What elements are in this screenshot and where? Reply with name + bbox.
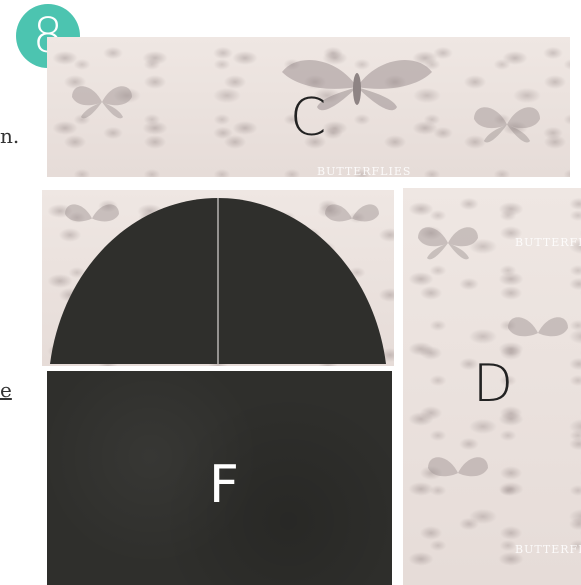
watermark-text: BUTTERFLIES: [515, 543, 581, 556]
butterfly-icon: [503, 308, 573, 358]
fabric-piece-d: D BUTTERFLIES BUTTERFLIES: [403, 188, 581, 585]
butterfly-icon: [423, 448, 493, 498]
edge-text-line2: e: [0, 378, 12, 402]
butterfly-icon: [467, 97, 547, 152]
edge-text-line1: n.: [0, 124, 19, 148]
dark-arch-shape: [42, 190, 394, 366]
watermark-text: BUTTERFLIES: [317, 165, 411, 177]
fabric-piece-c: C BUTTERFLIES: [47, 37, 570, 177]
piece-f-label: F: [209, 459, 239, 511]
piece-c-label: C: [290, 92, 326, 144]
butterfly-icon: [67, 77, 137, 127]
fabric-piece-f: F: [47, 371, 392, 585]
piece-d-label: D: [473, 358, 513, 410]
fabric-piece-arch-background: [42, 190, 394, 366]
watermark-text: BUTTERFLIES: [515, 236, 581, 249]
butterfly-icon: [413, 218, 483, 268]
